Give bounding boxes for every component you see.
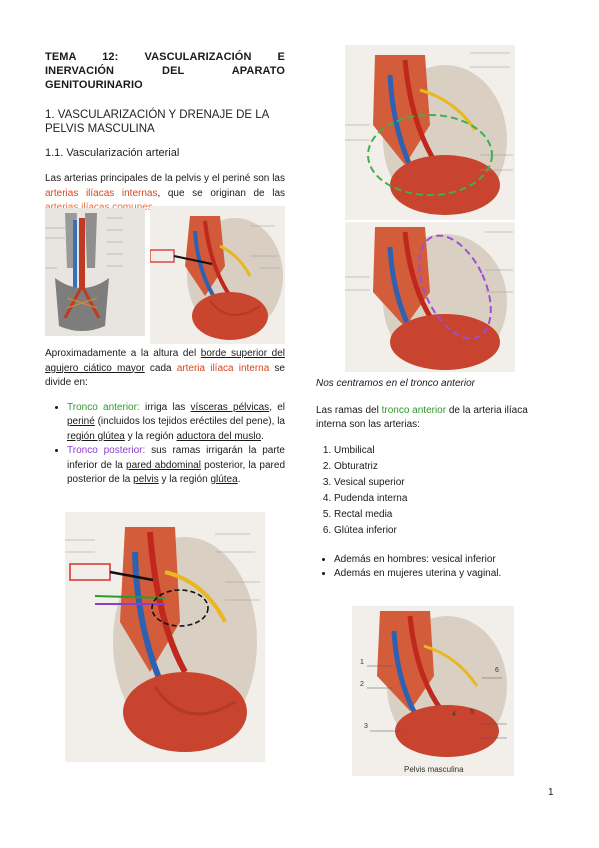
list-item-anterior: Tronco anterior: irriga las vísceras pél… xyxy=(67,401,285,445)
posterior-label: Tronco posterior: xyxy=(67,445,146,456)
anterior-u1: vísceras pélvicas xyxy=(190,401,270,413)
extra-arteries-list: Además en hombres: vesical inferior Adem… xyxy=(316,553,561,582)
aprox-text-3: se divide en: xyxy=(45,362,285,389)
branches-paragraph: Las ramas del tronco anterior de la arte… xyxy=(316,404,561,433)
left-column: TEMA 12: VASCULARIZACIÓN E INERVACIÓN DE… xyxy=(45,50,285,216)
fig-number-4: 4 xyxy=(452,711,456,718)
ramas-text-1: Las ramas del xyxy=(316,404,382,416)
figure-pelvis-masculina: 1 2 3 4 5 6 Pelvis masculina xyxy=(352,606,514,776)
artery-item: Rectal media xyxy=(334,507,561,523)
posterior-u1: pared abdominal xyxy=(126,459,201,471)
anterior-t4: y la región xyxy=(124,430,177,442)
italic-note: Nos centramos en el tronco anterior xyxy=(316,378,475,389)
intro-text-1: Las arterias principales de la pelvis y … xyxy=(45,173,285,184)
anterior-u4: aductora del muslo xyxy=(176,430,262,442)
extra-item-men: Además en hombres: vesical inferior xyxy=(334,553,561,568)
anterior-t2: , el xyxy=(269,401,286,413)
page-number: 1 xyxy=(548,787,554,798)
left-column-middle: Aproximadamente a la altura del borde su… xyxy=(45,347,285,488)
intro-text-2: , que se originan de las xyxy=(157,187,286,199)
aprox-underlined: borde superior del agujero ciático mayor xyxy=(45,348,285,374)
aprox-text-1: Aproximadamente a la altura del xyxy=(45,348,201,359)
fig-number-6: 6 xyxy=(495,667,499,674)
posterior-t3: y la región xyxy=(158,474,211,485)
artery-item: Pudenda interna xyxy=(334,491,561,507)
fig-number-3: 3 xyxy=(364,723,368,730)
artery-item: Vesical superior xyxy=(334,475,561,491)
posterior-u2: pelvis xyxy=(133,474,159,485)
anterior-u2: periné xyxy=(67,416,95,427)
subsection-heading: 1.1. Vascularización arterial xyxy=(45,147,180,159)
fig-number-1: 1 xyxy=(360,659,364,666)
list-item-posterior: Tronco posterior: sus ramas irrigarán la… xyxy=(67,444,285,488)
anterior-u3: región glútea xyxy=(67,430,125,442)
posterior-t1: sus ramas irrigarán la parte inferior de… xyxy=(67,445,285,471)
figure-caption: Pelvis masculina xyxy=(404,765,464,774)
section-heading: 1. VASCULARIZACIÓN Y DRENAJE DE LA PELVI… xyxy=(45,109,269,135)
posterior-u3: glútea xyxy=(210,474,238,485)
figure-abdominal-aorta xyxy=(45,208,145,336)
anterior-t1: irriga las xyxy=(139,401,191,413)
trunk-bullet-list: Tronco anterior: irriga las vísceras pél… xyxy=(45,401,285,488)
division-paragraph: Aproximadamente a la altura del borde su… xyxy=(45,347,285,391)
figure-pelvis-right-2 xyxy=(345,222,515,372)
ramas-text-2: de la arteria ilíaca interna son las art… xyxy=(316,404,528,431)
aprox-red: arteria ilíaca interna xyxy=(176,362,270,374)
arteries-numbered-list: Umbilical Obturatriz Vesical superior Pu… xyxy=(316,443,561,539)
posterior-t2: posterior, la pared posterior de la xyxy=(67,459,286,486)
anterior-t5: . xyxy=(261,430,264,442)
page-title: TEMA 12: VASCULARIZACIÓN E INERVACIÓN DE… xyxy=(45,51,285,91)
artery-item: Obturatriz xyxy=(334,459,561,475)
artery-item: Glútea inferior xyxy=(334,523,561,539)
aprox-text-2: cada xyxy=(144,362,177,374)
intro-red-1: arterias ilíacas internas xyxy=(45,187,158,199)
ramas-green: tronco anterior xyxy=(381,404,447,416)
anterior-t3: (incluidos los tejidos eréctiles del pen… xyxy=(94,416,285,427)
intro-red-2: arterias ilíacas comunes xyxy=(45,202,153,213)
figure-pelvis-sagittal-1 xyxy=(150,206,285,344)
extra-item-women: Además en mujeres uterina y vaginal. xyxy=(334,567,561,582)
posterior-t4: . xyxy=(237,474,241,485)
anterior-label: Tronco anterior: xyxy=(67,401,140,413)
fig-number-5: 5 xyxy=(470,709,474,716)
artery-item: Umbilical xyxy=(334,443,561,459)
figure-pelvis-sagittal-2 xyxy=(65,512,265,762)
right-column-text: Nos centramos en el tronco anterior Las … xyxy=(316,377,561,582)
fig-number-2: 2 xyxy=(360,681,364,688)
figure-pelvis-right-1 xyxy=(345,45,515,220)
